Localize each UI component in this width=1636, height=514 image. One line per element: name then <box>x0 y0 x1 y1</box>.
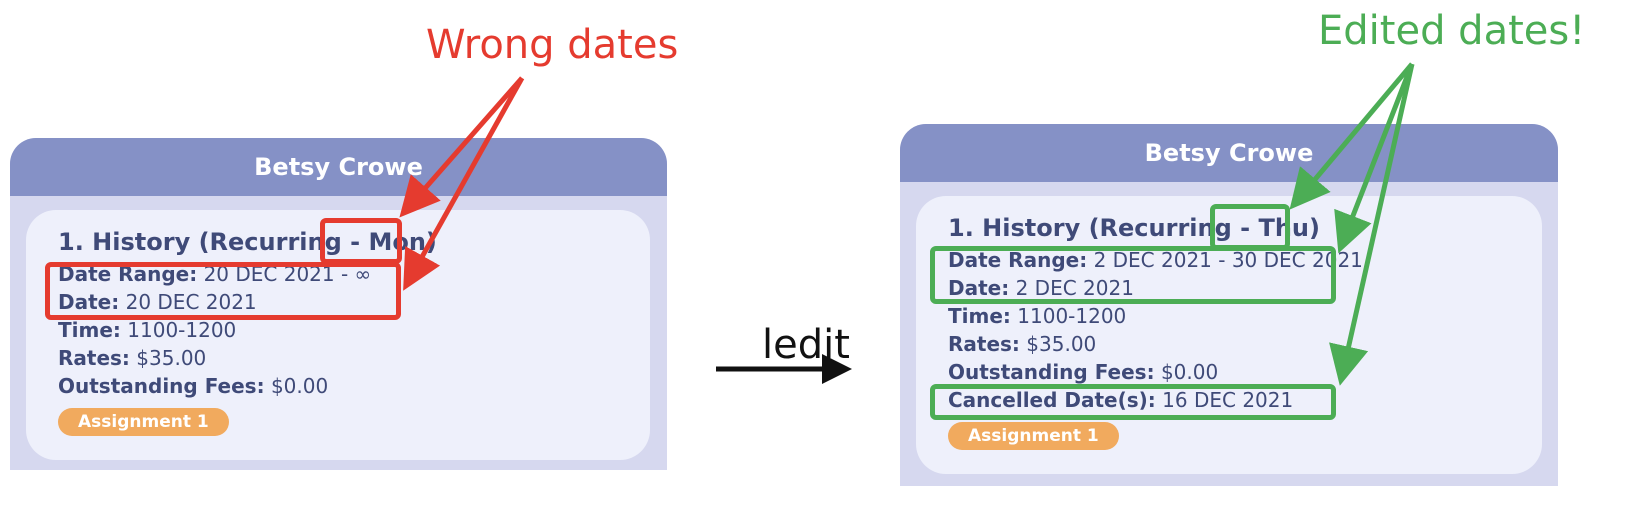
lesson-title: 1. History (Recurring - Mon) <box>58 228 437 256</box>
edited-arrows <box>1289 62 1415 386</box>
rates-row: Rates: $35.00 <box>948 332 1096 356</box>
wrong-day-highlight <box>320 218 402 264</box>
fees-label: Outstanding Fees: <box>948 360 1155 384</box>
fees-value: $0.00 <box>270 374 329 398</box>
wrong-arrows <box>399 76 525 291</box>
wrong-dates-highlight <box>45 262 401 320</box>
rates-value: $35.00 <box>1026 332 1097 356</box>
student-name: Betsy Crowe <box>254 153 423 181</box>
date-range-label: Date Range: <box>948 248 1088 272</box>
student-card-after: Betsy Crowe 1. History (Recurring - Thu)… <box>900 124 1558 486</box>
date-range-row: Date Range: 2 DEC 2021 - 30 DEC 2021 <box>948 248 1363 272</box>
cancelled-dates-label: Cancelled Date(s): <box>948 388 1156 412</box>
edited-arrow-2 <box>1334 63 1415 254</box>
fees-row: Outstanding Fees: $0.00 <box>58 374 328 398</box>
rates-label: Rates: <box>58 346 130 370</box>
homework-tag[interactable]: Assignment 1 <box>58 408 229 436</box>
date-row: Date: 20 DEC 2021 <box>58 290 257 314</box>
time-value: 1100-1200 <box>1017 304 1127 328</box>
cancelled-date-highlight <box>930 384 1336 420</box>
edited-dates-highlight <box>930 246 1336 304</box>
rates-row: Rates: $35.00 <box>58 346 206 370</box>
date-label: Date: <box>948 276 1010 300</box>
homework-tag[interactable]: Assignment 1 <box>948 422 1119 450</box>
date-label: Date: <box>58 290 120 314</box>
wrong-dates-label: Wrong dates <box>426 22 679 68</box>
rates-label: Rates: <box>948 332 1020 356</box>
time-value: 1100-1200 <box>127 318 237 342</box>
student-card-before: Betsy Crowe 1. History (Recurring - Mon)… <box>10 138 667 470</box>
fees-value: $0.00 <box>1160 360 1219 384</box>
date-range-value: 2 DEC 2021 - 30 DEC 2021 <box>1093 248 1363 272</box>
cancelled-dates-row: Cancelled Date(s): 16 DEC 2021 <box>948 388 1293 412</box>
wrong-arrow-1 <box>399 76 524 218</box>
student-name-header: Betsy Crowe <box>900 124 1558 182</box>
student-name: Betsy Crowe <box>1144 139 1314 167</box>
fees-row: Outstanding Fees: $0.00 <box>948 360 1218 384</box>
fees-label: Outstanding Fees: <box>58 374 265 398</box>
lesson-item[interactable]: 1. History (Recurring - Mon) Date Range:… <box>26 210 650 460</box>
wrong-arrow-2 <box>403 76 525 291</box>
date-row: Date: 2 DEC 2021 <box>948 276 1134 300</box>
edited-arrow-1 <box>1289 62 1414 210</box>
time-label: Time: <box>948 304 1011 328</box>
time-label: Time: <box>58 318 121 342</box>
date-value: 2 DEC 2021 <box>1015 276 1134 300</box>
time-row: Time: 1100-1200 <box>58 318 236 342</box>
edited-arrow-3 <box>1329 63 1415 386</box>
time-row: Time: 1100-1200 <box>948 304 1126 328</box>
student-name-header: Betsy Crowe <box>10 138 667 196</box>
edited-dates-label: Edited dates! <box>1318 8 1586 54</box>
date-value: 20 DEC 2021 <box>125 290 257 314</box>
lesson-item[interactable]: 1. History (Recurring - Thu) Date Range:… <box>916 196 1542 474</box>
rates-value: $35.00 <box>136 346 207 370</box>
cancelled-dates-value: 16 DEC 2021 <box>1162 388 1294 412</box>
